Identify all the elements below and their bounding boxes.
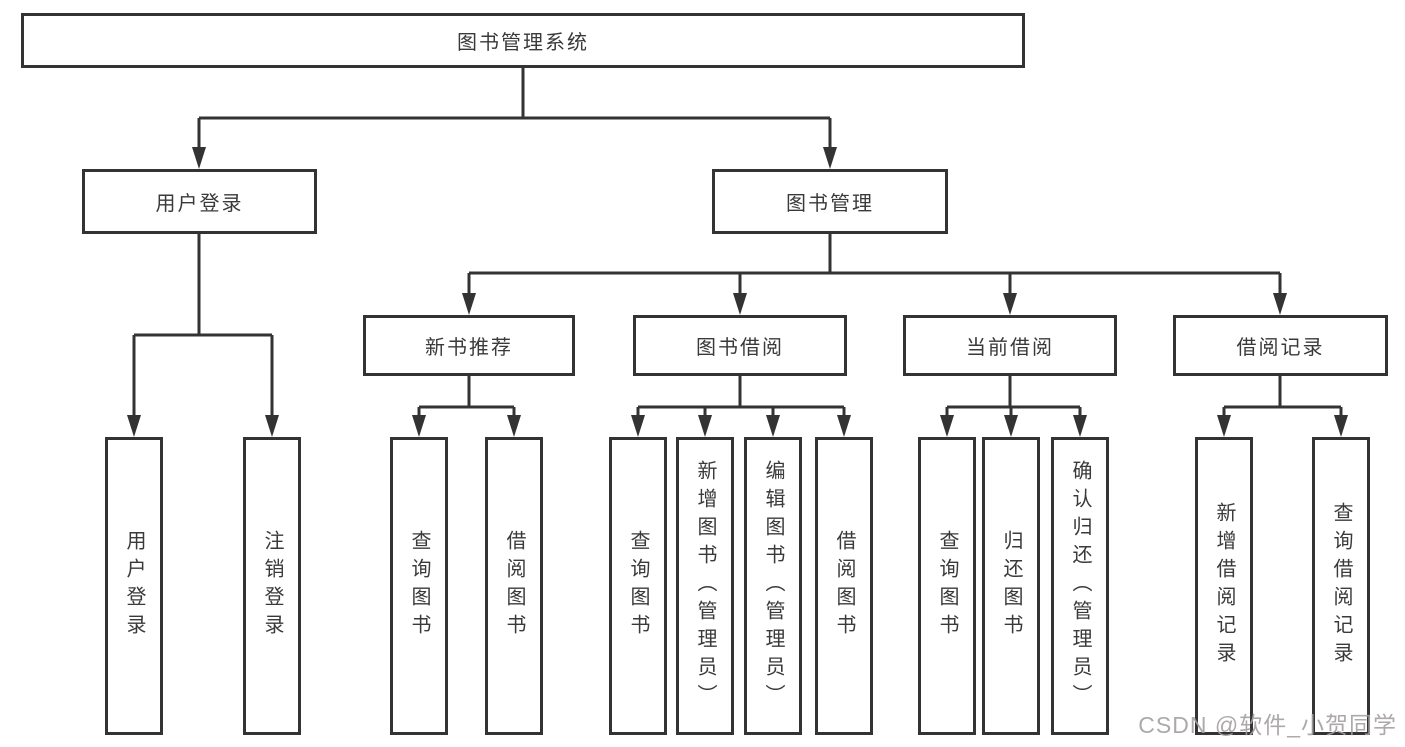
node-new-book-recommend: 新书推荐 [363,315,575,376]
watermark: CSDN @软件_小贺同学 [1138,712,1397,738]
leaf-br-add-record: 新增借阅记录 [1195,437,1253,735]
connector-new-book-recommend [412,376,521,437]
leaf-user-login: 用户登录 [105,437,163,735]
node-root: 图书管理系统 [21,13,1025,68]
leaf-nbr-query-books: 查询图书 [390,437,448,735]
connector-root [192,68,837,169]
leaf-bb-query-books: 查询图书 [609,437,667,735]
leaf-cb-query-books: 查询图书 [918,437,976,735]
node-borrow-records: 借阅记录 [1173,315,1388,376]
connector-book-management [462,234,1287,315]
node-current-borrow: 当前借阅 [903,315,1117,376]
leaf-bb-edit-books-admin: 编辑图书（管理员） [744,437,802,735]
leaf-cb-return-books: 归还图书 [982,437,1040,735]
leaf-br-query-record: 查询借阅记录 [1312,437,1370,735]
connector-user-login [127,234,279,437]
node-book-borrow: 图书借阅 [633,315,847,376]
node-user-login: 用户登录 [82,169,317,234]
connector-borrow-records [1217,376,1348,437]
leaf-bb-borrow-books: 借阅图书 [815,437,873,735]
connector-current-borrow [940,376,1087,437]
leaf-logout: 注销登录 [243,437,301,735]
node-book-management: 图书管理 [712,169,948,234]
connector-book-borrow [631,376,851,437]
leaf-nbr-borrow-books: 借阅图书 [485,437,543,735]
leaf-cb-confirm-return-admin: 确认归还（管理员） [1051,437,1109,735]
leaf-bb-add-books-admin: 新增图书（管理员） [676,437,734,735]
